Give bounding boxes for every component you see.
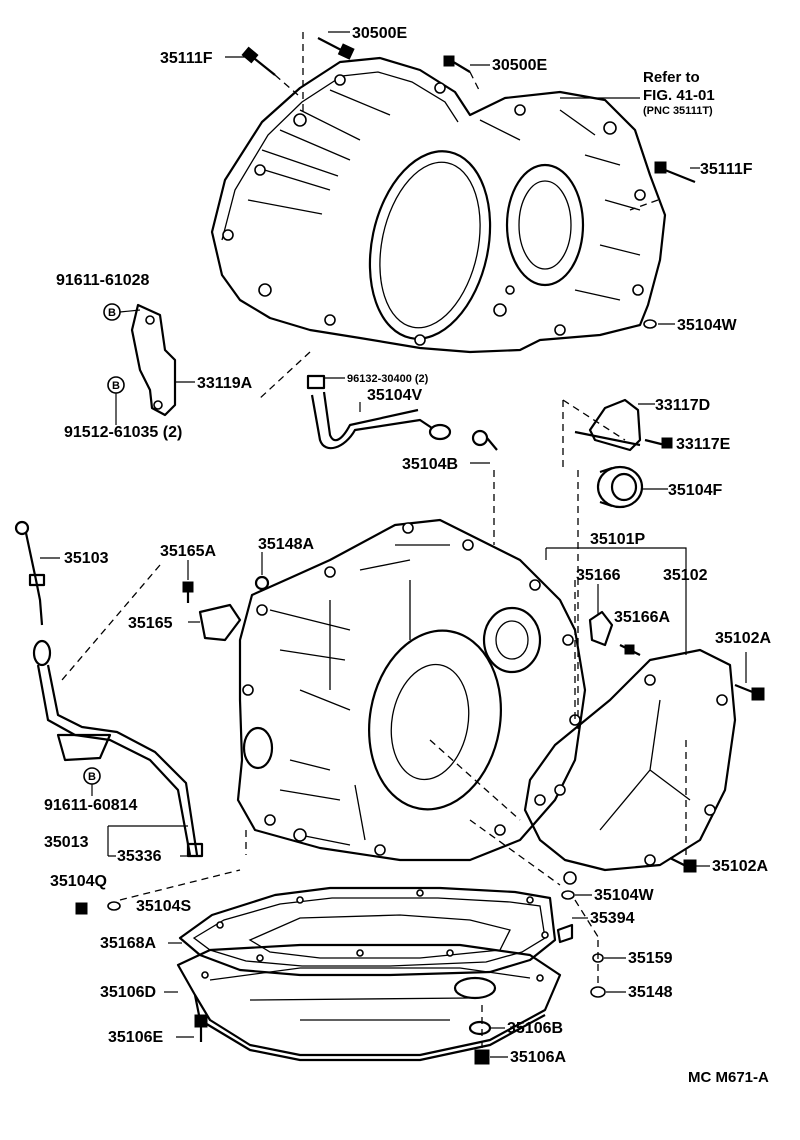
label-35159: 35159 [628,950,673,967]
label-35104V: 35104V [367,387,422,404]
label-35394: 35394 [590,910,635,927]
label-35104F: 35104F [668,482,722,499]
label-35165A: 35165A [160,543,216,560]
transaxle-case-icon [236,518,587,862]
label-91512-61035: 91512-61035 (2) [64,424,182,441]
label-35104W-b: 35104W [594,887,654,904]
bolt-icon [182,575,270,603]
label-35106A: 35106A [510,1049,566,1066]
bolt-icon [241,37,696,329]
label-35166A: 35166A [614,609,670,626]
label-35013: 35013 [44,834,89,851]
bracket-icon [130,303,177,417]
badge-b-mid: B [112,380,120,392]
label-35102A-a: 35102A [715,630,771,647]
label-35103: 35103 [64,550,109,567]
badge-b-top: B [108,307,116,319]
label-35102: 35102 [663,567,708,584]
label-35104S: 35104S [136,898,191,915]
label-35148A: 35148A [258,536,314,553]
label-35104Q: 35104Q [50,873,107,890]
badge-b-low: B [88,771,96,783]
label-35106B: 35106B [507,1020,563,1037]
ref-line1: Refer to [643,69,700,86]
extension-housing-icon [574,398,642,452]
label-35336: 35336 [117,848,162,865]
label-96132-30400: 96132-30400 (2) [347,373,429,385]
label-35104B: 35104B [402,456,458,473]
label-35166: 35166 [576,567,621,584]
label-30500E-b: 30500E [492,57,547,74]
dipstick-icon [14,520,204,858]
diagram-code: MC M671-A [688,1069,769,1086]
gasket-icon [178,886,557,977]
oil-pan-icon [176,943,562,1062]
label-35165: 35165 [128,615,173,632]
label-30500E-a: 30500E [352,25,407,42]
label-35168A: 35168A [100,935,156,952]
oil-seal-icon [596,465,644,509]
label-91611-61028: 91611-61028 [56,272,150,289]
label-35104W-a: 35104W [677,317,737,334]
label-35111F-b: 35111F [700,161,753,178]
label-35101P: 35101P [590,531,645,548]
label-35148: 35148 [628,984,673,1001]
transaxle-housing-icon [210,56,667,354]
label-35102A-b: 35102A [712,858,768,875]
extension-housing-icon [523,610,737,885]
hose-icon [306,374,498,451]
label-91611-60814: 91611-60814 [44,797,138,814]
label-35106D: 35106D [100,984,156,1001]
label-35111F-a: 35111F [160,50,213,67]
ref-line3: (PNC 35111T) [643,105,713,117]
label-33119A: 33119A [197,375,253,392]
label-35106E: 35106E [108,1029,163,1046]
label-33117E: 33117E [676,436,731,453]
label-33117D: 33117D [655,397,710,414]
ref-line2: FIG. 41-01 [643,87,715,104]
bracket-icon [198,603,242,642]
